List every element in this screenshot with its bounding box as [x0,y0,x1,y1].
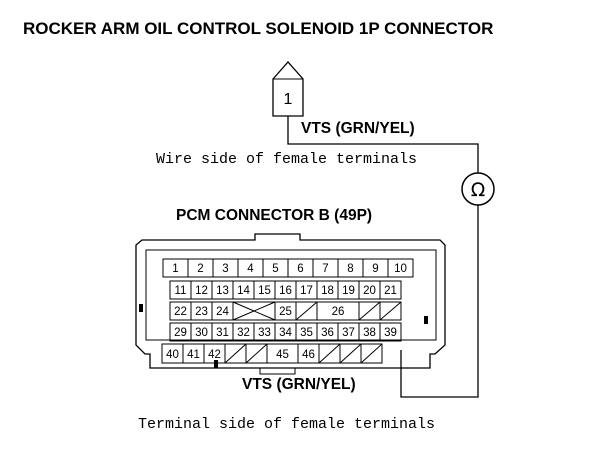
terminal-number: 3 [222,263,228,275]
terminal-number: 14 [237,285,250,297]
ohmmeter-icon: Ω [461,172,495,206]
latch-left [139,304,143,312]
unused-terminal-mark [245,343,268,364]
diagram-title: ROCKER ARM OIL CONTROL SOLENOID 1P CONNE… [23,19,493,38]
unused-terminal-mark [379,301,402,321]
terminal-number: 7 [322,263,328,275]
ohm-symbol: Ω [471,179,486,201]
pcm-connector-title: PCM CONNECTOR B (49P) [176,207,372,224]
terminal-number: 8 [347,263,353,275]
unused-terminal-mark [224,343,247,364]
terminal-number: 33 [258,327,271,339]
pcm-wire-label: VTS (GRN/YEL) [242,376,356,393]
terminal-cell [387,258,414,278]
terminal-number: 21 [384,285,397,297]
terminal-number: 45 [276,349,289,361]
terminal-number: 30 [195,327,208,339]
terminal-number: 2 [197,263,203,275]
terminal-number: 36 [321,327,334,339]
pcm-connector-housing [135,233,446,369]
latch-bottom [214,360,218,368]
wire-vts-to-meter [287,116,479,173]
solenoid-view-note: Wire side of female terminals [156,151,417,168]
terminal-number: 10 [394,263,407,275]
terminal-number: 42 [208,349,221,361]
terminal-number: 39 [384,327,397,339]
terminal-number: 29 [174,327,187,339]
solenoid-wire-label: VTS (GRN/YEL) [301,120,415,137]
terminal-number: 32 [237,327,250,339]
unused-terminal-mark [318,343,341,364]
terminal-cell [379,322,402,342]
terminal-number: 24 [216,306,229,318]
terminal-number: 40 [166,349,179,361]
pcm-view-note: Terminal side of female terminals [138,416,435,433]
terminal-number: 35 [300,327,313,339]
terminal-number: 22 [174,306,187,318]
terminal-number: 12 [195,285,208,297]
terminal-number: 13 [216,285,229,297]
terminal-number: 34 [279,327,292,339]
solenoid-terminal-number: 1 [284,91,293,108]
terminal-number: 37 [342,327,355,339]
unused-terminal-mark [360,343,383,364]
unused-terminal-mark [232,301,276,321]
latch-right [424,316,428,324]
terminal-number: 31 [216,327,229,339]
terminal-number: 16 [279,285,292,297]
terminal-number: 41 [187,349,200,361]
terminal-cell [379,301,402,321]
unused-terminal-mark [358,301,381,321]
terminal-number: 17 [300,285,313,297]
terminal-number: 23 [195,306,208,318]
terminal-number: 26 [332,306,345,318]
terminal-number: 38 [363,327,376,339]
terminal-number: 11 [175,285,187,297]
terminal-cell [379,280,402,300]
terminal-number: 18 [321,285,334,297]
solenoid-connector: 1 [272,61,304,117]
solenoid-connector-housing [272,61,304,117]
terminal-number: 5 [272,263,278,275]
terminal-number: 1 [172,263,178,275]
wire-meter-to-pcm [400,205,479,398]
terminal-number: 25 [279,306,292,318]
unused-terminal-mark [295,301,318,321]
unused-terminal-mark [339,343,362,364]
terminal-number: 46 [302,349,315,361]
terminal-number: 4 [247,263,254,275]
terminal-number: 19 [342,285,355,297]
terminal-cell [360,343,383,364]
terminal-number: 20 [363,285,376,297]
connector-key-bottom [259,367,296,375]
terminal-number: 9 [372,263,378,275]
terminal-number: 15 [258,285,271,297]
pcm-connector-inner [145,249,437,341]
terminal-number: 6 [297,263,303,275]
